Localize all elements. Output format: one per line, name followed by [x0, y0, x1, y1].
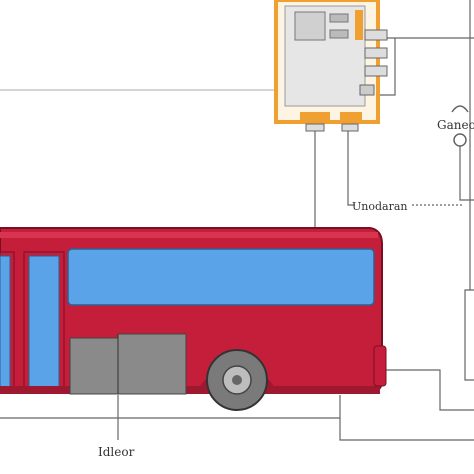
controller-tab-orange	[355, 10, 363, 40]
battery-box-right	[117, 333, 187, 395]
controller-chip	[294, 11, 326, 41]
bus	[0, 227, 387, 411]
bus-door-left-glass	[0, 255, 11, 391]
bus-window	[67, 248, 375, 306]
antenna-arc	[451, 105, 469, 113]
connector-1	[364, 29, 388, 41]
connector-2	[364, 47, 388, 59]
controller-slot-2	[329, 29, 349, 39]
bottom-wire-1	[339, 395, 474, 441]
terminal-block-right	[340, 112, 362, 120]
bus-roof-stripe	[0, 232, 378, 238]
bus-skirt	[0, 386, 380, 394]
bottom-wire-3	[464, 289, 474, 381]
label-middle: Unodaran	[352, 200, 407, 213]
controller-wire-right	[378, 38, 396, 96]
controller-slot-1	[329, 13, 349, 23]
controller-module	[274, 0, 388, 132]
sensor-icon	[453, 133, 467, 147]
bottom-wire-2	[380, 369, 474, 411]
wiring	[0, 0, 474, 441]
wheel-center	[232, 375, 242, 385]
sensor-wire	[459, 140, 474, 201]
bus-door-front-glass	[28, 255, 60, 391]
terminal-right	[341, 123, 359, 132]
label-right-top: Ganeoa	[437, 118, 474, 132]
battery-box-left	[69, 337, 121, 395]
front-bumper	[373, 345, 387, 387]
sensor-device	[451, 105, 469, 147]
terminal-left	[305, 123, 325, 132]
connector-4	[359, 84, 375, 96]
connector-3	[364, 65, 388, 77]
terminal-block-left	[300, 112, 330, 120]
label-bottom: Idleor	[98, 445, 135, 459]
controller-wire-mid	[347, 125, 355, 206]
